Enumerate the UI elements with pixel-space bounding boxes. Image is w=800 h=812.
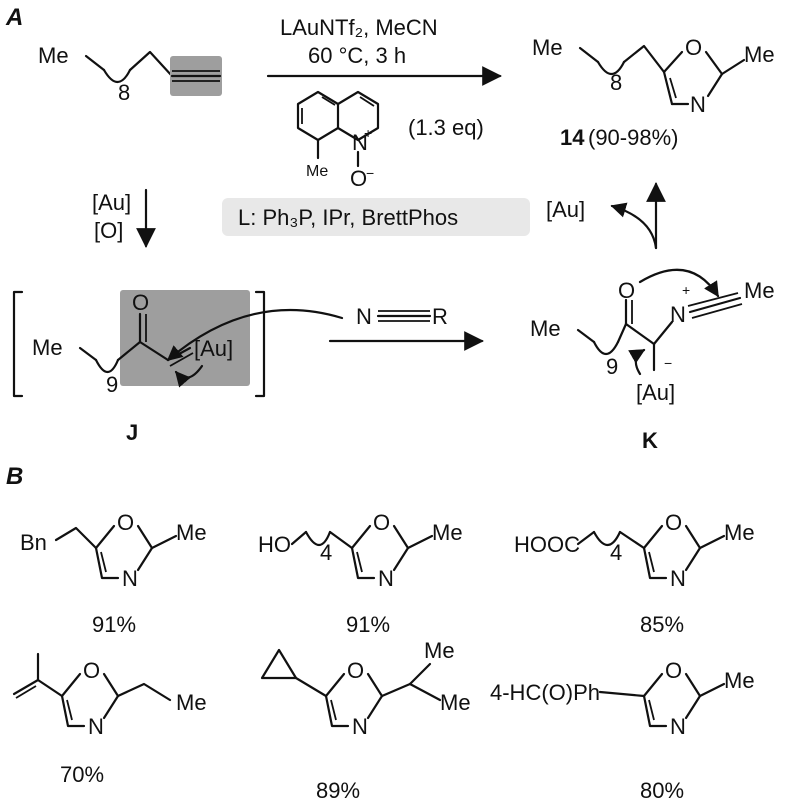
svg-text:Me: Me <box>176 690 207 715</box>
svg-text:4: 4 <box>320 540 332 565</box>
svg-text:8: 8 <box>118 80 130 105</box>
svg-text:70%: 70% <box>60 762 104 787</box>
scope-item-1: Bn O Me N 91% <box>20 510 207 637</box>
svg-text:O: O <box>132 290 149 315</box>
svg-text:−: − <box>366 165 374 181</box>
svg-text:O: O <box>665 658 682 683</box>
scope-item-5: O Me Me N 89% <box>260 638 471 803</box>
svg-text:N: N <box>670 566 686 591</box>
svg-text:9: 9 <box>106 372 118 397</box>
svg-text:[Au]: [Au] <box>546 197 585 222</box>
svg-text:O: O <box>83 658 100 683</box>
svg-text:[Au]: [Au] <box>92 190 131 215</box>
svg-text:−: − <box>664 355 672 371</box>
svg-text:91%: 91% <box>92 612 136 637</box>
svg-text:N: N <box>378 566 394 591</box>
svg-text:[Au]: [Au] <box>636 380 675 405</box>
svg-text:O: O <box>665 510 682 535</box>
svg-text:Me: Me <box>744 278 775 303</box>
svg-text:Me: Me <box>440 690 471 715</box>
section-b-label: B <box>6 463 23 490</box>
scope-item-3: HOOC 4 O Me N 85% <box>514 510 755 637</box>
oxidation-arrow: [Au] [O] <box>92 188 156 248</box>
svg-text:9: 9 <box>606 354 618 379</box>
scope-item-2: HO 4 O Me N 91% <box>258 510 463 637</box>
substrate-alkyne: Me 8 <box>38 43 222 105</box>
svg-text:N: N <box>670 302 686 327</box>
svg-text:O: O <box>347 658 364 683</box>
svg-text:Me: Me <box>532 35 563 60</box>
svg-text:60 °C, 3 h: 60 °C, 3 h <box>308 43 406 68</box>
scope-item-4: O Me N 70% <box>12 652 207 787</box>
svg-text:N: N <box>690 92 706 117</box>
svg-text:[O]: [O] <box>94 218 123 243</box>
main-reaction-arrow: LAuNTf₂, MeCN 60 °C, 3 h <box>266 15 502 86</box>
svg-text:Me: Me <box>744 42 775 67</box>
svg-text:(1.3 eq): (1.3 eq) <box>408 115 484 140</box>
svg-text:4-HC(O)Ph: 4-HC(O)Ph <box>490 680 600 705</box>
ligand-note: L: Ph₃P, IPr, BrettPhos <box>222 198 530 236</box>
svg-text:+: + <box>682 282 690 298</box>
svg-text:N: N <box>352 714 368 739</box>
svg-text:[Au]: [Au] <box>194 336 233 361</box>
svg-text:R: R <box>432 304 448 329</box>
svg-text:91%: 91% <box>346 612 390 637</box>
product-14: Me 8 O Me N 14 (90-98%) <box>532 35 775 150</box>
svg-text:(90-98%): (90-98%) <box>588 125 678 150</box>
svg-text:4: 4 <box>610 540 622 565</box>
svg-text:N: N <box>352 130 368 155</box>
svg-text:Me: Me <box>530 316 561 341</box>
svg-text:LAuNTf₂, MeCN: LAuNTf₂, MeCN <box>280 15 438 40</box>
svg-text:O: O <box>350 166 367 191</box>
carbene-highlight <box>120 290 250 386</box>
svg-text:O: O <box>685 35 702 60</box>
svg-text:N: N <box>356 304 372 329</box>
svg-text:HO: HO <box>258 532 291 557</box>
svg-text:N: N <box>88 714 104 739</box>
svg-text:L: Ph₃P, IPr, BrettPhos: L: Ph₃P, IPr, BrettPhos <box>238 205 458 230</box>
svg-text:HOOC: HOOC <box>514 532 580 557</box>
svg-text:J: J <box>126 420 138 445</box>
scope-item-6: 4-HC(O)Ph O Me N 80% <box>490 658 755 803</box>
svg-text:14: 14 <box>560 125 585 150</box>
svg-text:N: N <box>670 714 686 739</box>
svg-text:Me: Me <box>724 668 755 693</box>
intermediate-k: Me 9 O N + Me − [Au] K <box>530 268 775 453</box>
svg-text:Me: Me <box>32 335 63 360</box>
section-a-label: A <box>5 4 23 31</box>
intermediate-j: Me 9 O [Au] J <box>12 290 266 445</box>
catalyst-release-arrow: [Au] <box>546 182 666 250</box>
svg-text:N: N <box>122 566 138 591</box>
svg-text:O: O <box>373 510 390 535</box>
svg-text:O: O <box>117 510 134 535</box>
nitrile-attack: N R <box>166 304 484 388</box>
svg-text:K: K <box>642 428 658 453</box>
svg-text:Me: Me <box>176 520 207 545</box>
svg-text:Me: Me <box>424 638 455 663</box>
svg-text:89%: 89% <box>316 778 360 803</box>
svg-text:80%: 80% <box>640 778 684 803</box>
svg-text:Bn: Bn <box>20 530 47 555</box>
svg-text:Me: Me <box>724 520 755 545</box>
svg-text:Me: Me <box>306 163 328 180</box>
quinoline-n-oxide: Me N + O − (1.3 eq) <box>296 90 484 191</box>
svg-text:Me: Me <box>38 43 69 68</box>
svg-text:+: + <box>364 125 372 141</box>
svg-text:85%: 85% <box>640 612 684 637</box>
svg-text:O: O <box>618 278 635 303</box>
svg-text:8: 8 <box>610 70 622 95</box>
svg-text:Me: Me <box>432 520 463 545</box>
